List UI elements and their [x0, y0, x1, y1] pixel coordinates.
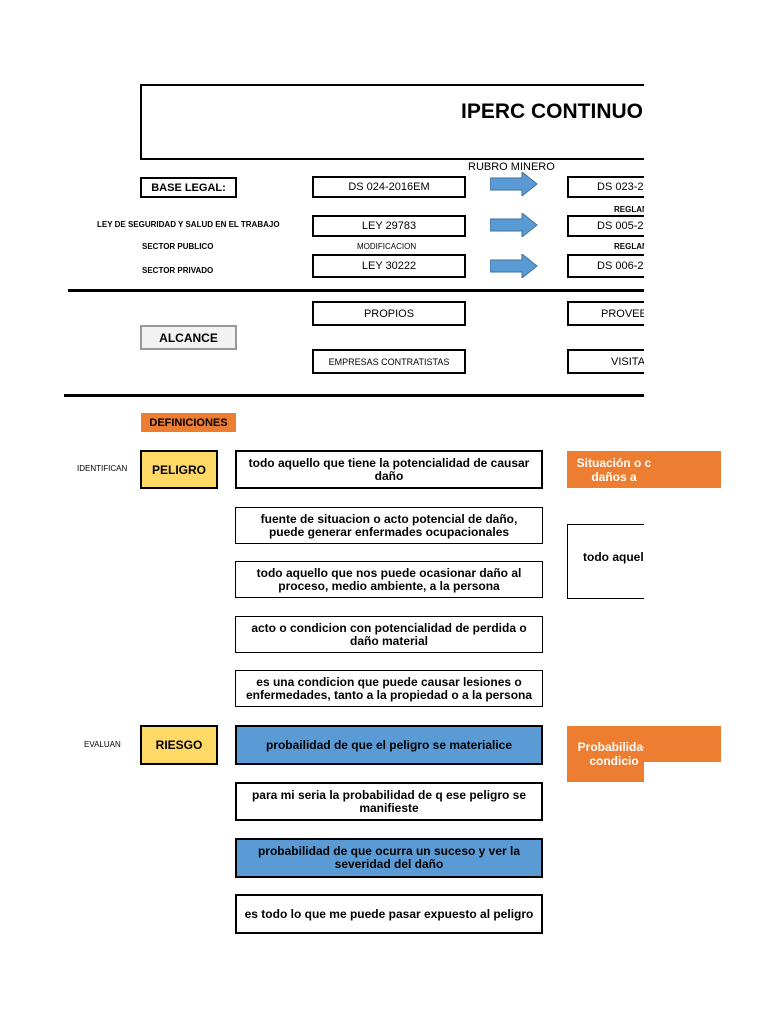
title-box: [140, 84, 644, 160]
riesgo-def-2: para mi seria la probabilidad de q ese p…: [235, 782, 543, 821]
sheet-area: IPERC CONTINUO RUBRO MINERO BASE LEGAL: …: [64, 84, 644, 934]
peligro-def-3: todo aquello que nos puede ocasionar dañ…: [235, 561, 543, 598]
riesgo-orange-ext: [644, 726, 721, 762]
identifican-label: IDENTIFICAN: [77, 464, 128, 473]
riesgo-orange-text: Probabilidad condicio: [577, 740, 644, 768]
arrow-right-icon: [490, 254, 538, 278]
legal-right-2: DS 005-2: [567, 215, 644, 237]
base-legal-label: BASE LEGAL:: [140, 177, 237, 198]
riesgo-orange-box: Probabilidad condicio: [567, 726, 644, 782]
legal-left-3: SECTOR PRIVADO: [142, 266, 214, 275]
riesgo-label: RIESGO: [140, 725, 218, 765]
peligro-label: PELIGRO: [140, 450, 218, 489]
divider: [64, 394, 644, 397]
definiciones-label: DEFINICIONES: [141, 413, 236, 432]
evaluan-label: EVALUAN: [84, 740, 121, 749]
peligro-orange-text: Situación o c daños a: [576, 455, 652, 484]
contratistas-box: EMPRESAS CONTRATISTAS: [312, 349, 466, 374]
alcance-label: ALCANCE: [140, 325, 237, 350]
sector-publico-label: SECTOR PUBLICO: [142, 242, 214, 251]
peligro-def-4: acto o condicion con potencialidad de pe…: [235, 616, 543, 653]
rubro-label: RUBRO MINERO: [468, 161, 555, 173]
propios-box: PROPIOS: [312, 301, 466, 326]
modificacion-label: MODIFICACION: [357, 242, 417, 251]
page-title: IPERC CONTINUO: [461, 100, 644, 123]
legal-mid-1: DS 024-2016EM: [312, 176, 466, 198]
legal-right-3: DS 006-2: [567, 254, 644, 278]
peligro-right-text: todo aquel: [583, 550, 644, 564]
legal-right-sub-2: REGLAM: [614, 242, 644, 251]
riesgo-def-1: probailidad de que el peligro se materia…: [235, 725, 543, 765]
peligro-right-box: [567, 524, 644, 599]
riesgo-def-3: probabilidad de que ocurra un suceso y v…: [235, 838, 543, 878]
legal-right-sub-1: REGLAM: [614, 205, 644, 214]
arrow-right-icon: [490, 213, 538, 237]
peligro-def-1: todo aquello que tiene la potencialidad …: [235, 450, 543, 489]
peligro-def-5: es una condicion que puede causar lesion…: [235, 670, 543, 707]
legal-right-1: DS 023-2: [567, 176, 644, 198]
legal-left-2: LEY DE SEGURIDAD Y SALUD EN EL TRABAJO: [97, 220, 280, 229]
arrow-right-icon: [490, 172, 538, 196]
riesgo-def-4: es todo lo que me puede pasar expuesto a…: [235, 894, 543, 934]
visitas-box: VISITA: [567, 349, 644, 374]
peligro-orange-box: Situación o c daños a: [567, 451, 721, 488]
legal-mid-2: LEY 29783: [312, 215, 466, 237]
peligro-def-2: fuente de situacion o acto potencial de …: [235, 507, 543, 544]
legal-mid-3: LEY 30222: [312, 254, 466, 278]
divider: [68, 289, 644, 292]
proveedores-box: PROVEE: [567, 301, 644, 326]
